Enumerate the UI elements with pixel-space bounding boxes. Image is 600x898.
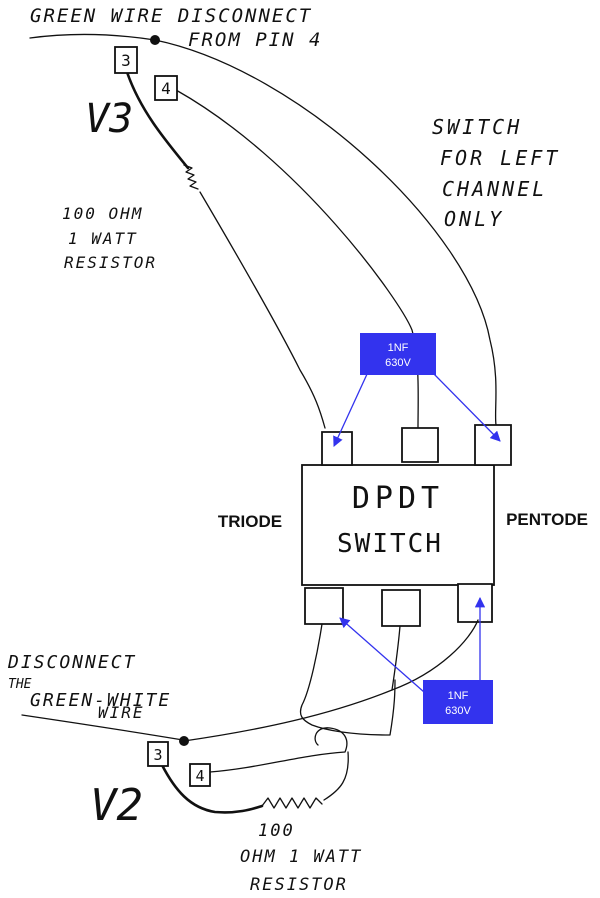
capacitor-bottom-line2: 630V: [445, 705, 471, 717]
wire-resistor-to-triode: [199, 191, 326, 429]
switch-text-1: DPDT: [352, 481, 444, 516]
wire-bottom-center-lug: [391, 625, 401, 691]
switch-lug-top-right: [474, 424, 512, 466]
green-white-wire: [21, 714, 184, 741]
pentode-label: PENTODE: [506, 510, 588, 529]
v2-tube-label: V2: [90, 780, 143, 831]
note-v2-line1: DISCONNECT: [7, 652, 136, 673]
dpdt-switch-body: [301, 464, 495, 586]
switch-lug-bottom-center: [381, 589, 421, 627]
switch-lug-top-left: [321, 431, 353, 466]
v2-pin3-label: 3: [153, 746, 162, 764]
switch-lug-bottom-right: [457, 583, 493, 623]
v3-pin3-label: 3: [121, 51, 131, 70]
v3-pin4-label: 4: [161, 79, 171, 98]
wire-pin3-to-resistor-bottom: [160, 763, 264, 814]
resistor-top-line2: 1 WATT: [68, 229, 138, 248]
v2-pin3-box: [147, 741, 169, 767]
resistor-bottom-line3: RESISTOR: [250, 875, 348, 895]
note-v2-line3: GREEN-WHITE: [30, 690, 171, 711]
note-switch-line1: SWITCH: [432, 115, 522, 139]
v3-tube-label: V3: [85, 96, 133, 142]
v2-pin4-box: [189, 763, 211, 787]
triode-label: TRIODE: [218, 512, 282, 531]
wire-pin3-to-resistor: [125, 70, 190, 170]
resistor-bottom-zigzag: [261, 797, 323, 809]
cap-top-arrow-left: [333, 371, 369, 447]
cap-top-arrow-right: [431, 371, 501, 442]
wire-bottom-left-lug: [299, 623, 396, 736]
green-wire-top: [29, 33, 156, 41]
note-switch-line2: FOR LEFT: [440, 146, 560, 170]
wire-pin4-to-switch: [209, 727, 348, 773]
wire-pin4-to-center: [175, 89, 419, 429]
resistor-top-line1: 100 OHM: [62, 204, 143, 223]
wire-resistor-bottom-to-loop: [323, 751, 349, 801]
note-v3-line2: FROM PIN 4: [188, 29, 322, 51]
capacitor-top-line2: 630V: [385, 357, 411, 369]
switch-lug-bottom-left: [304, 587, 344, 625]
resistor-top-zigzag: [183, 164, 199, 190]
resistor-top-line3: RESISTOR: [64, 253, 157, 272]
note-v2-line4: WIRE: [98, 703, 145, 722]
wire-pin-to-pentode: [154, 39, 497, 426]
note-switch-line3: CHANNEL: [442, 177, 547, 201]
capacitor-bottom-line1: 1NF: [448, 690, 469, 702]
v3-pin4-box: [154, 75, 178, 101]
note-v3-line1: GREEN WIRE DISCONNECT: [30, 5, 312, 27]
capacitor-top-line1: 1NF: [388, 342, 409, 354]
resistor-bottom-line1: 100: [258, 821, 295, 841]
wire-pin-to-bottom-right: [183, 619, 479, 742]
switch-text-2: SWITCH: [337, 529, 443, 559]
note-v2-line2: THE: [8, 677, 32, 692]
capacitor-bottom-box: [423, 680, 493, 724]
resistor-bottom-line2: OHM 1 WATT: [240, 847, 362, 867]
v2-pin4-label: 4: [195, 767, 204, 785]
switch-lug-top-center: [401, 427, 439, 463]
v3-pin3-box: [114, 46, 138, 74]
capacitor-top-box: [360, 333, 436, 375]
cap-bottom-arrow-left: [339, 617, 425, 693]
note-switch-line4: ONLY: [444, 207, 504, 231]
